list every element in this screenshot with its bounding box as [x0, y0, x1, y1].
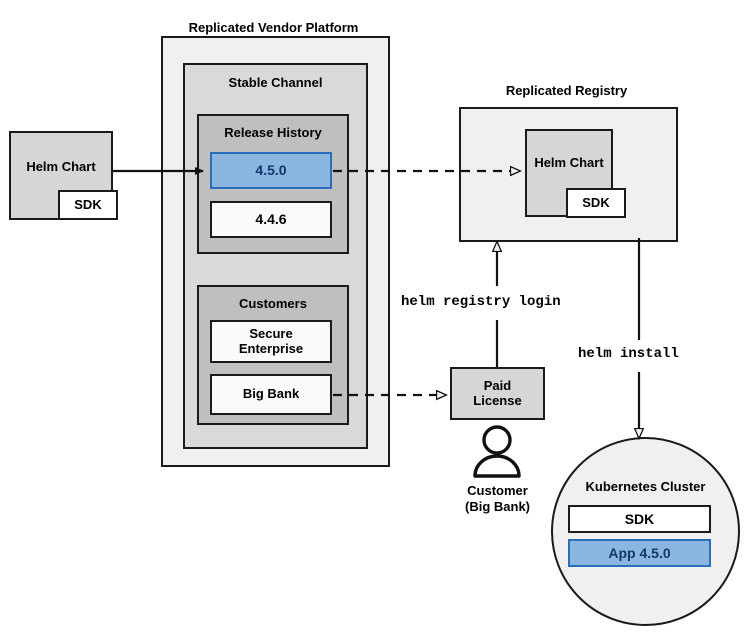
registry-title: Replicated Registry — [505, 83, 628, 98]
paid-license-box: Paid License — [450, 367, 545, 420]
release-item-4-5-0[interactable]: 4.5.0 — [210, 152, 332, 189]
registry-sdk-box: SDK — [566, 188, 626, 218]
customer-actor-caption-line1: Customer — [467, 483, 528, 498]
paid-license-line2: License — [473, 392, 522, 408]
cluster-component-sdk: SDK — [568, 505, 711, 533]
cluster-component-app: App 4.5.0 — [568, 539, 711, 567]
customer-actor-caption-line2: (Big Bank) — [465, 498, 530, 514]
release-version-label: 4.5.0 — [255, 162, 287, 179]
registry-sdk-label: SDK — [582, 194, 610, 210]
source-sdk-box: SDK — [58, 190, 118, 220]
customer-item-big-bank[interactable]: Big Bank — [210, 374, 332, 415]
cluster-component-label: App 4.5.0 — [608, 544, 671, 561]
kubernetes-cluster-title: Kubernetes Cluster — [585, 479, 706, 494]
customer-item-secure-enterprise[interactable]: Secure Enterprise — [210, 320, 332, 363]
registry-helm-chart-label: Helm Chart — [534, 154, 604, 170]
customer-name-line1: Secure — [249, 325, 293, 341]
release-version-label: 4.4.6 — [255, 211, 287, 228]
release-item-4-4-6[interactable]: 4.4.6 — [210, 201, 332, 238]
customer-name-line2: Enterprise — [238, 340, 304, 356]
source-sdk-label: SDK — [74, 196, 102, 212]
cluster-component-label: SDK — [624, 510, 655, 527]
command-registry-login-label: helm registry login — [401, 294, 561, 310]
vendor-platform-title: Replicated Vendor Platform — [188, 20, 359, 35]
person-icon — [473, 425, 521, 478]
release-history-title: Release History — [224, 125, 322, 140]
source-helm-chart-label: Helm Chart — [26, 159, 96, 175]
customers-title: Customers — [239, 296, 307, 311]
stable-channel-title: Stable Channel — [228, 75, 323, 90]
command-helm-install-label: helm install — [578, 346, 679, 362]
paid-license-line1: Paid — [483, 377, 512, 393]
customer-actor-caption: Customer (Big Bank) — [430, 483, 565, 514]
customer-name-line1: Big Bank — [242, 386, 300, 402]
